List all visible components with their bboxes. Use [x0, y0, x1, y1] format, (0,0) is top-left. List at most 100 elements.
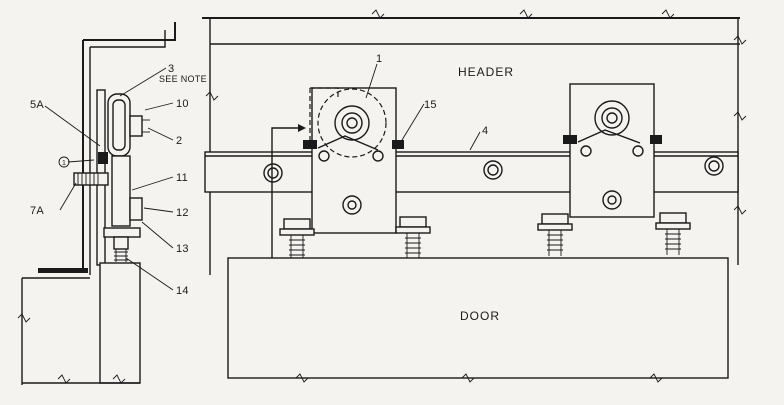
leader-12: [143, 207, 174, 213]
section-leaders: [44, 67, 174, 291]
section-bottom-break-2: [112, 374, 126, 384]
leader-2: [147, 127, 174, 141]
hanger-1-pin-left: [318, 150, 330, 162]
hanger-1-clamp-arm: [317, 135, 379, 151]
section-wheel-groove: [112, 99, 126, 151]
section-lower-nut: [113, 236, 129, 250]
callout-15: 15: [424, 99, 437, 111]
door-label: DOOR: [460, 309, 500, 323]
track-bolts: [263, 156, 724, 183]
stud-2: [395, 216, 431, 258]
callout-13: 13: [176, 243, 189, 255]
stud-3-thread: [547, 230, 563, 256]
track-bolt-2-inner: [487, 164, 499, 176]
stud-3-nut: [541, 213, 569, 225]
section-break-mark: [17, 313, 31, 323]
hanger-assembly-2: [563, 83, 662, 218]
leader-10: [144, 102, 174, 111]
hanger-2-pad-right: [650, 135, 662, 144]
leader-15: [401, 103, 425, 141]
hanger-2-pad-left: [563, 135, 577, 144]
callout-1: 1: [376, 53, 382, 65]
section-axle-nut: [129, 115, 143, 137]
section-angle-hatch: [98, 152, 108, 164]
stud-3-washer: [537, 223, 573, 231]
stud-4-washer: [655, 222, 691, 230]
stud-1: [279, 218, 315, 258]
leader-1: [365, 63, 378, 99]
callout-3: 3: [168, 63, 174, 75]
callout-7a: 7A: [30, 205, 44, 217]
leader-4: [469, 131, 481, 151]
hanger-1-axle: [334, 105, 370, 141]
door-panel: [227, 257, 729, 379]
hanger-2-bolt: [602, 190, 622, 210]
track-bolt-3-inner: [708, 160, 720, 172]
header-side-breaks: [205, 35, 747, 215]
hanger-2-bolt-inner: [607, 195, 617, 205]
stud-3: [537, 213, 573, 256]
track-bolt-3: [704, 156, 724, 176]
section-callouts: 3 SEE NOTE 10 2 5A 1 7A 11 12 13 14: [30, 63, 207, 297]
stud-1-washer: [279, 228, 315, 236]
section-header-top-line: [83, 22, 176, 41]
hanger-2-clamp-arm: [577, 129, 641, 144]
section-cut-line: [271, 127, 298, 282]
section-wall-bolt: [73, 172, 109, 186]
section-wall-bolt-thread: [77, 173, 99, 185]
stud-4: [655, 212, 691, 255]
section-header-inner-line: [90, 30, 166, 48]
leader-5a: [44, 105, 101, 147]
leader-7a: [59, 182, 77, 211]
stud-4-thread: [665, 229, 681, 255]
hanger-assembly-1: [303, 87, 404, 234]
section-lower-stud: [114, 249, 128, 262]
section-lower-plate: [103, 227, 141, 238]
callout-3-note: SEE NOTE: [159, 74, 207, 84]
callout-12: 12: [176, 207, 189, 219]
stud-4-nut: [659, 212, 687, 224]
callout-circle: [58, 156, 70, 168]
stud-1-thread: [289, 235, 305, 258]
hanger-1-pad-right: [392, 140, 404, 149]
callout-14: 14: [176, 285, 189, 297]
section-bottom-break: [57, 374, 71, 384]
section-view: [17, 22, 176, 385]
section-wheel: [107, 93, 131, 157]
header-label: HEADER: [458, 65, 514, 79]
callout-4: 4: [482, 125, 488, 137]
stud-2-nut: [399, 216, 427, 228]
hanger-1-axle-inner: [341, 112, 363, 134]
callout-11: 11: [176, 172, 188, 184]
hanger-1-bolt-inner: [347, 200, 357, 210]
door-bottom-breaks: [295, 373, 663, 383]
track-bolt-2: [483, 160, 503, 180]
hanger-1-hidden-line: [309, 87, 339, 148]
section-bracket-nut: [129, 197, 143, 221]
section-cut-arrow: [298, 124, 306, 132]
leader-circled: [67, 159, 95, 163]
leader-13: [141, 221, 174, 249]
elevation-view: HEADER DOOR 1 15 4: [202, 9, 747, 383]
hanger-2-axle-inner: [601, 107, 623, 129]
track-bolt-1-inner: [267, 167, 279, 179]
leader-3: [119, 67, 167, 97]
leader-14: [125, 257, 174, 291]
callout-5a: 5A: [30, 99, 44, 111]
stud-2-washer: [395, 226, 431, 234]
hanger-2-pin-left: [580, 145, 592, 157]
callout-2: 2: [176, 135, 182, 147]
stud-2-thread: [405, 233, 421, 258]
hanger-1-axle-core: [346, 117, 358, 129]
hanger-2-axle: [594, 100, 630, 136]
stud-1-nut: [283, 218, 311, 230]
hanger-1-pin-right: [372, 150, 384, 162]
callout-10: 10: [176, 98, 189, 110]
callout-circled-number: 1: [62, 160, 66, 167]
hanger-1-bolt: [342, 195, 362, 215]
hanger-1-pad-left: [303, 140, 317, 149]
hanger-2-pin-right: [632, 145, 644, 157]
section-hanger-bracket: [111, 155, 131, 227]
